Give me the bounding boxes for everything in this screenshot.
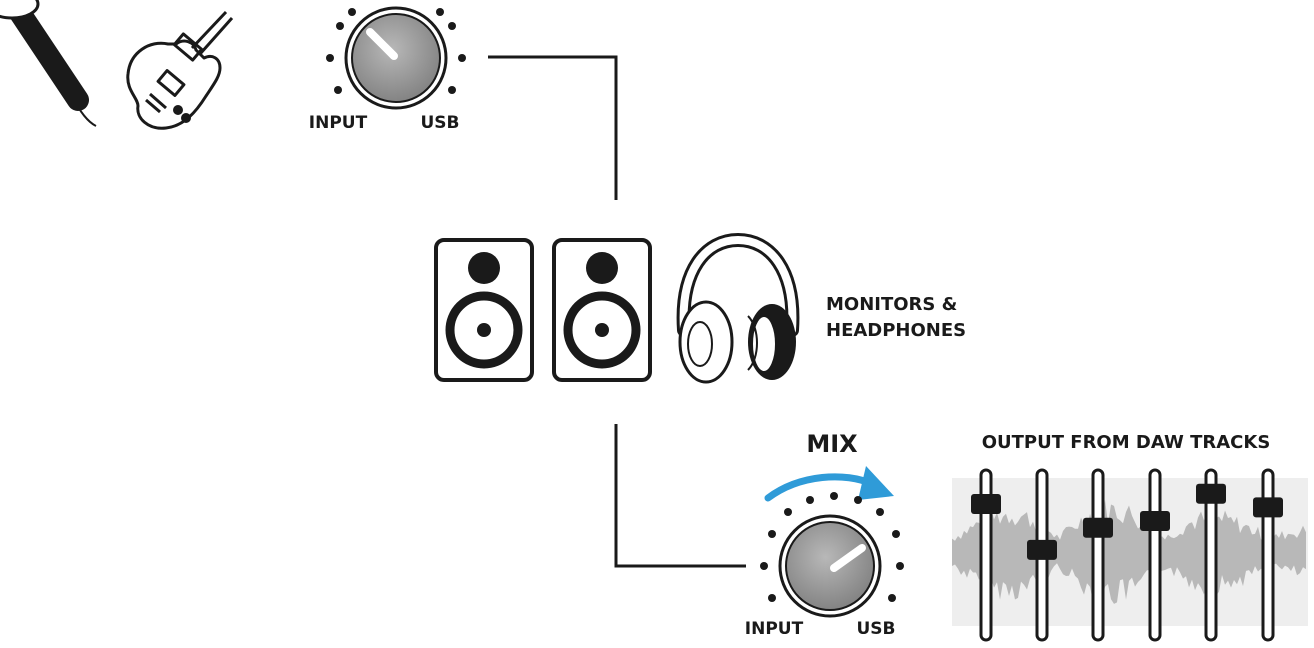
microphone-icon [0,0,97,127]
top-knob[interactable] [326,6,466,110]
speaker-icon [434,238,534,382]
daw-fader[interactable] [1253,468,1283,642]
top-knob-input-label: INPUT [309,113,368,133]
speaker-icon [552,238,652,382]
signal-line-bottom [614,424,746,568]
mix-knob-input-label: INPUT [745,619,804,639]
top-knob-pointer [366,28,398,60]
monitors-label-line1: MONITORS & [826,294,957,315]
daw-fader-cap[interactable] [1140,511,1170,531]
daw-fader[interactable] [1027,468,1057,642]
daw-faders[interactable] [971,468,1283,642]
mix-arrow-icon [764,466,894,502]
monitors-label-line2: HEADPHONES [826,320,966,341]
top-knob-usb-label: USB [420,113,459,133]
signal-line-top [488,55,618,200]
daw-fader-cap[interactable] [1083,517,1113,538]
guitar-icon [126,10,234,130]
daw-fader-cap[interactable] [1253,497,1283,518]
mix-knob-usb-label: USB [856,619,895,639]
mix-knob-pointer [830,544,866,572]
daw-title: OUTPUT FROM DAW TRACKS [982,432,1271,453]
daw-fader-cap[interactable] [1196,483,1226,504]
daw-fader[interactable] [1140,468,1170,642]
mix-knob-dots [760,492,904,602]
daw-fader-track [1148,468,1162,642]
daw-fader-cap[interactable] [971,494,1001,514]
top-knob-dots [326,8,466,94]
daw-fader-track [1091,468,1105,642]
daw-fader-cap[interactable] [1027,539,1057,560]
headphones-icon [676,232,800,384]
daw-fader[interactable] [1196,468,1226,642]
daw-fader[interactable] [971,468,1001,642]
mix-title: MIX [806,430,858,458]
daw-fader-track [1261,468,1275,642]
daw-fader-track [1204,468,1218,642]
daw-fader[interactable] [1083,468,1113,642]
mix-knob[interactable] [760,492,904,618]
